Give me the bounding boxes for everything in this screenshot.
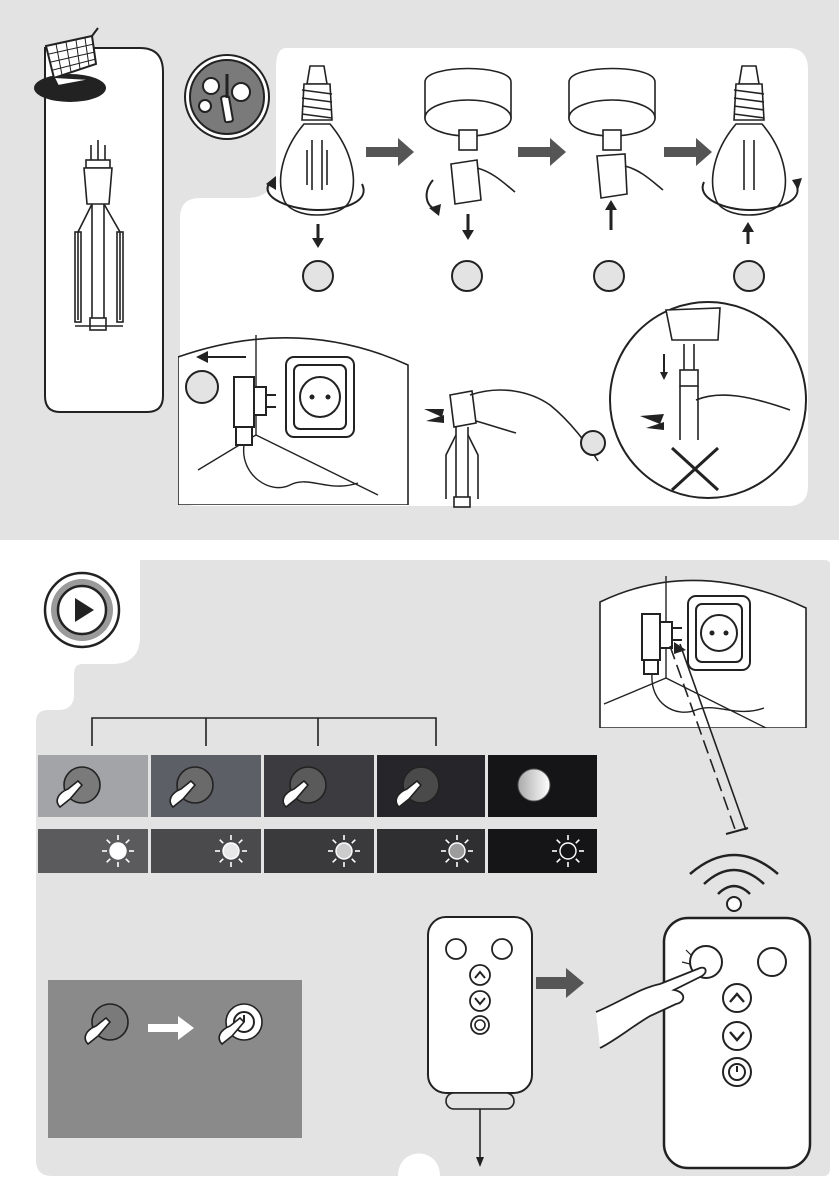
sun-icon-level-3 — [328, 835, 360, 867]
signal-lines — [640, 640, 760, 840]
step4-screw-bulb — [700, 60, 810, 260]
sun-icon-level-2 — [215, 835, 247, 867]
step3-attach-shade — [563, 60, 673, 260]
arrow-right-remote — [536, 968, 586, 998]
sun-icon-level-5 — [552, 835, 584, 867]
remote-small — [426, 915, 536, 1175]
assembly-section — [0, 0, 839, 540]
play-icon — [42, 570, 122, 650]
sun-icon-level-1 — [102, 835, 134, 867]
brightness-sun-icons — [38, 829, 598, 873]
step-1-circle — [302, 260, 334, 292]
step-4-circle — [733, 260, 765, 292]
step2-remove-shade — [415, 60, 525, 260]
operation-section — [0, 540, 839, 1191]
unplug-adapter-scene — [178, 325, 418, 505]
insert-lamp-holder — [420, 375, 600, 510]
step-2-circle — [451, 260, 483, 292]
arrow-right-2 — [518, 138, 568, 166]
incorrect-usage-circle — [600, 300, 810, 505]
callout-unplug — [185, 370, 219, 404]
step1-unscrew-bulb — [262, 60, 372, 260]
wireless-signal-icon — [684, 840, 784, 912]
arrow-right-1 — [366, 138, 416, 166]
tools-gears-icon — [183, 52, 271, 142]
level-bracket — [88, 712, 440, 748]
press-hands — [38, 755, 598, 817]
step-3-circle — [593, 260, 625, 292]
shopping-cart-icon — [36, 24, 106, 99]
remote-large — [590, 912, 820, 1172]
sun-icon-level-4 — [441, 835, 473, 867]
timer-press-illustration — [48, 980, 302, 1138]
